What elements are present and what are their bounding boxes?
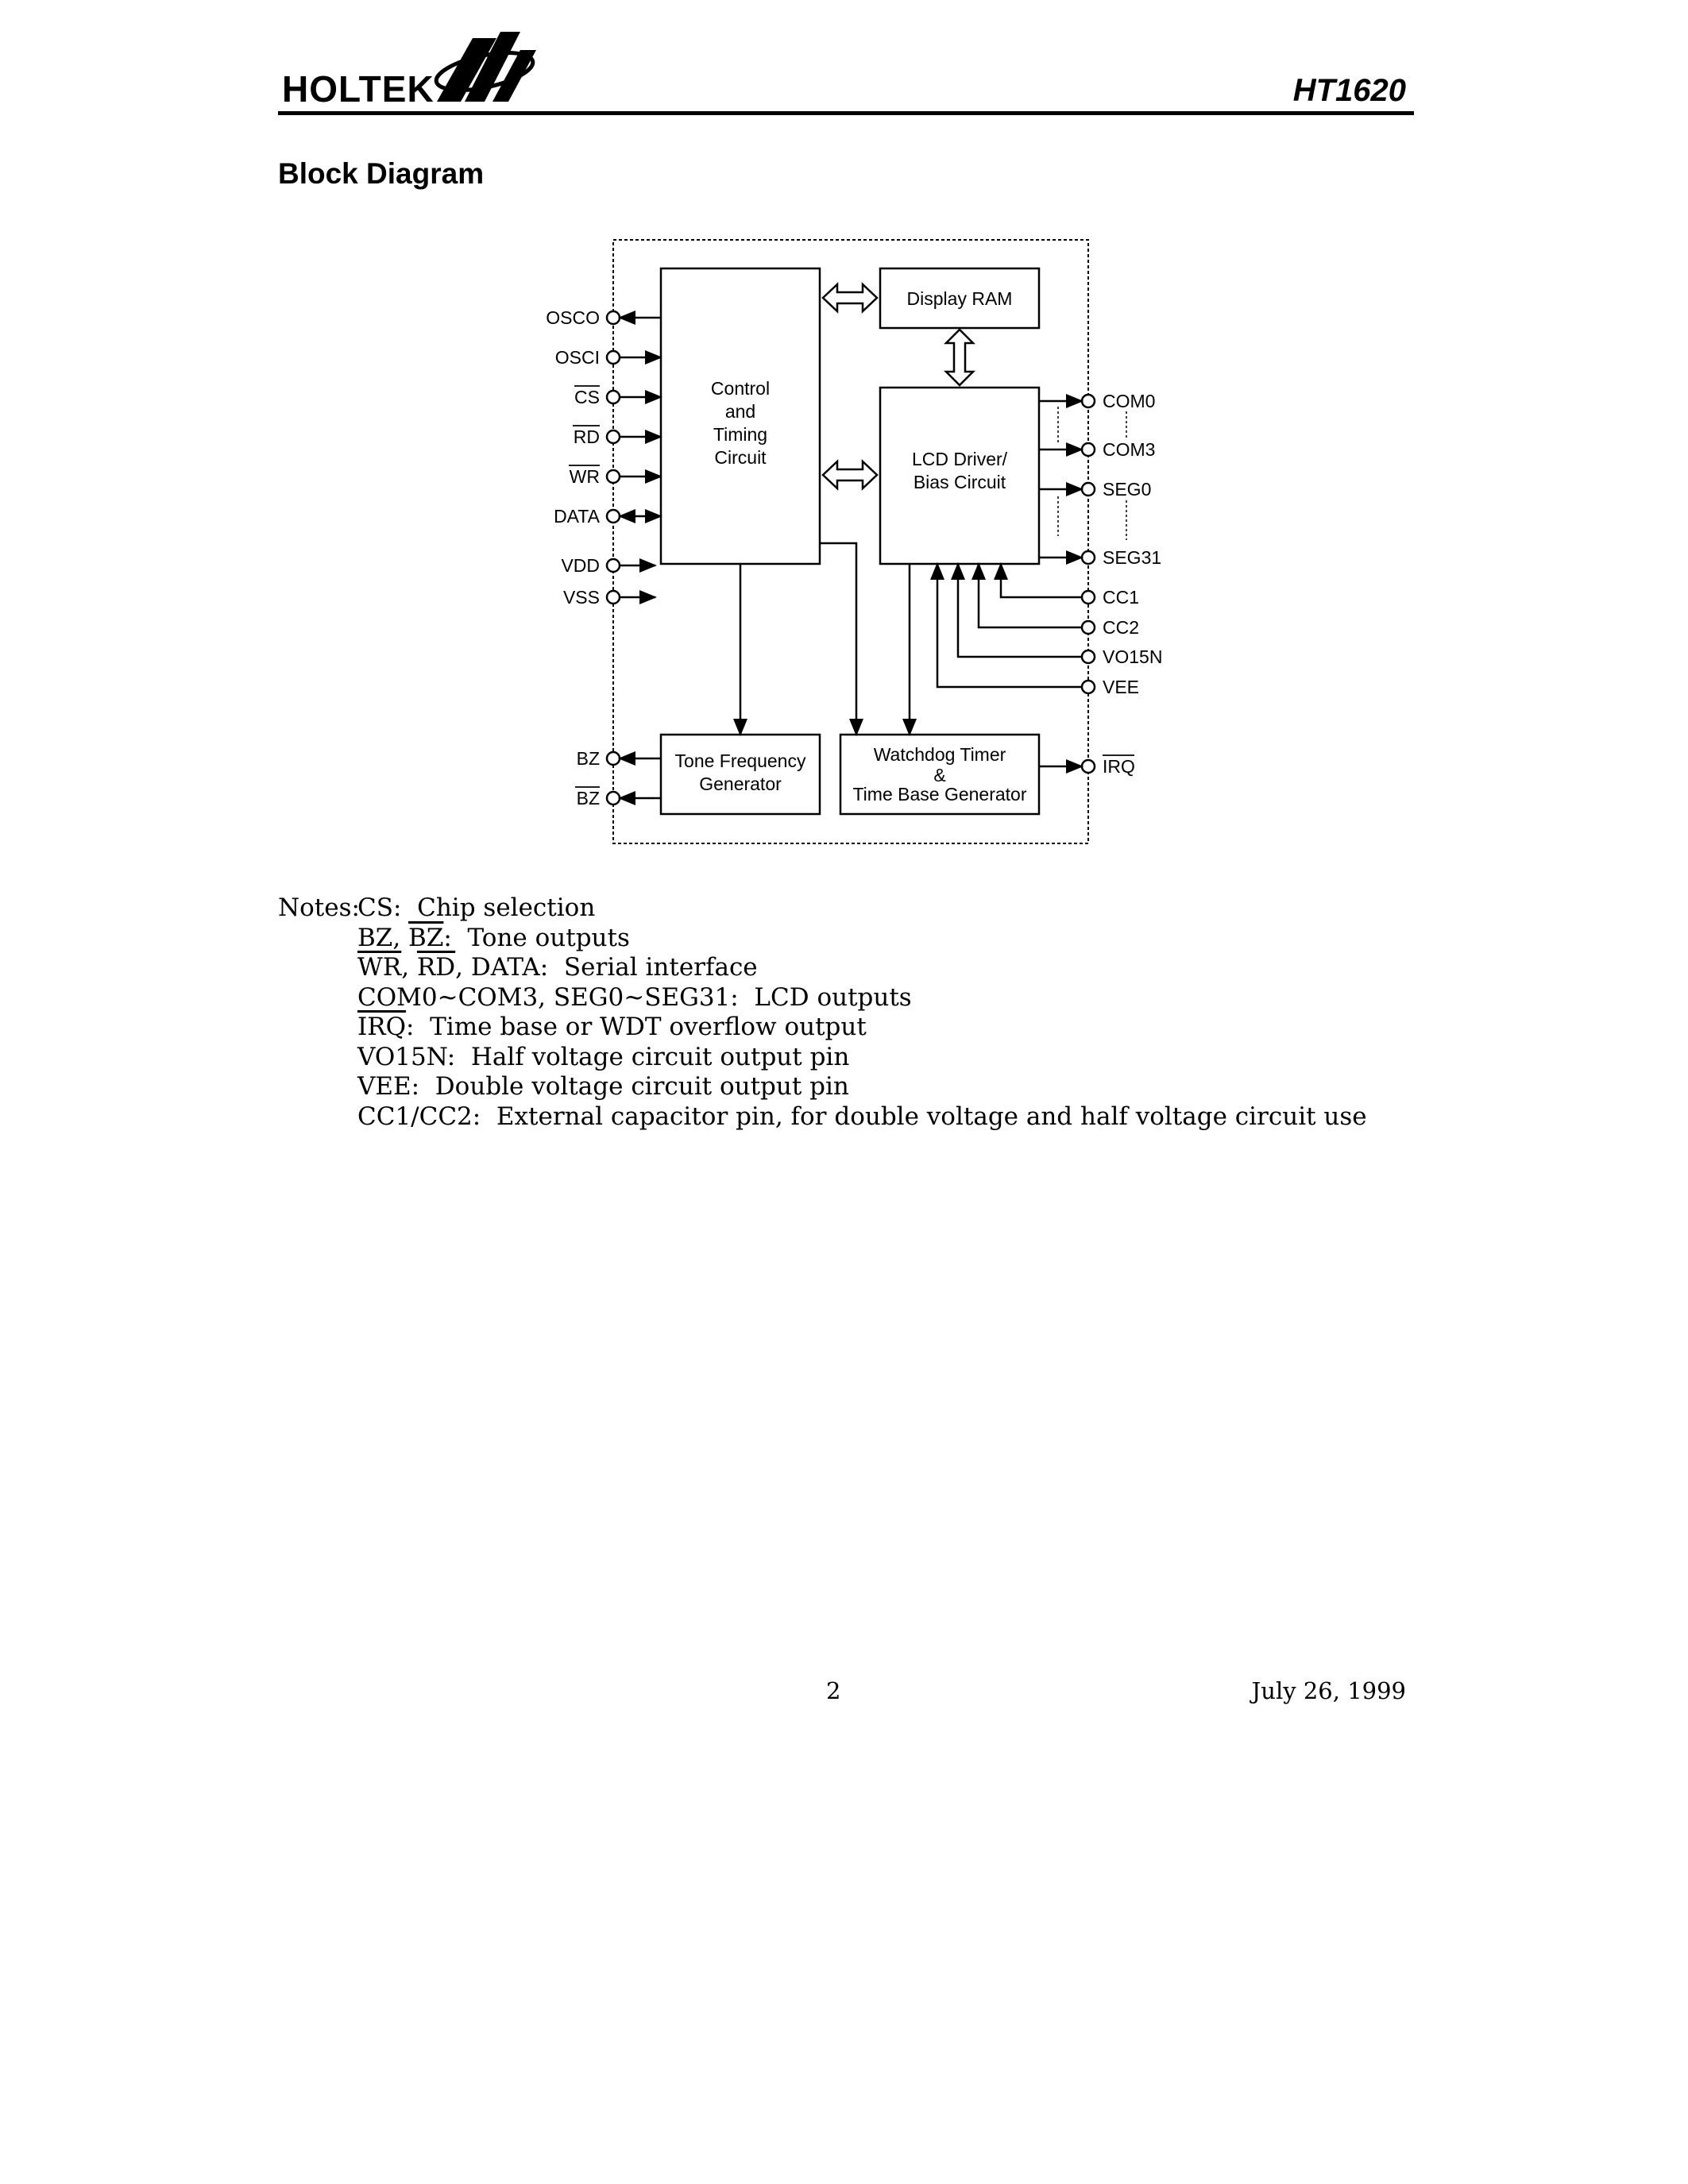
note-line-3: WR, RD, DATA: Serial interface — [278, 953, 1367, 983]
note-rd-term: RD — [416, 953, 456, 982]
pin-cs-label: CS — [574, 387, 600, 407]
pin-vee-label: VEE — [1103, 677, 1139, 697]
control-lcd-double-arrow — [821, 459, 879, 491]
note-separator: , — [401, 953, 417, 982]
pin-vss-label: VSS — [563, 587, 600, 608]
company-logo-icon — [429, 22, 540, 114]
display-ram-label: Display RAM — [907, 288, 1013, 309]
notes-label: Notes: — [278, 893, 360, 922]
tone-generator-block — [659, 733, 821, 816]
pin-data-label: DATA — [554, 506, 601, 527]
header-rule — [278, 111, 1414, 115]
note-irq-text: : Time base or WDT overflow output — [406, 1013, 867, 1041]
note-cs-term: CS: — [357, 893, 402, 922]
note-cs-text: Chip selection — [401, 893, 596, 922]
pin-seg31-label: SEG31 — [1103, 547, 1161, 568]
company-logo-text: HOLTEK — [282, 68, 435, 110]
pin-rd-label: RD — [574, 426, 600, 447]
document-id: HT1620 — [1292, 73, 1406, 108]
note-wr-term: WR — [357, 953, 402, 982]
pin-cc2-label: CC2 — [1103, 617, 1139, 638]
note-vee: VEE: Double voltage circuit output pin — [357, 1072, 849, 1101]
pin-vdd-label: VDD — [561, 555, 600, 576]
watchdog-block — [839, 733, 1041, 816]
note-line-6: VO15N: Half voltage circuit output pin — [278, 1043, 1367, 1073]
control-line-3: Timing — [713, 424, 767, 445]
control-line-4: Circuit — [714, 447, 767, 468]
note-line-8: CC1/CC2: External capacitor pin, for dou… — [278, 1102, 1367, 1133]
block-diagram: Control and Timing Circuit Display RAM L… — [508, 230, 1192, 862]
pin-bz-label: BZ — [577, 748, 600, 769]
watchdog-line-3: Time Base Generator — [852, 784, 1026, 805]
note-bz-term: BZ — [357, 923, 393, 952]
note-lcd-outputs: COM0~COM3, SEG0~SEG31: LCD outputs — [357, 982, 912, 1012]
note-line-2: BZ, BZ: Tone outputs — [278, 924, 1367, 954]
pin-com3-label: COM3 — [1103, 439, 1155, 460]
note-cc: CC1/CC2: External capacitor pin, for dou… — [357, 1102, 1367, 1131]
tone-line-1: Tone Frequency — [675, 751, 806, 771]
note-vo15n: VO15N: Half voltage circuit output pin — [357, 1042, 850, 1071]
ram-lcd-double-arrow — [943, 328, 976, 387]
watchdog-line-2: & — [933, 765, 945, 785]
note-bz-text: : Tone outputs — [443, 923, 630, 952]
pin-com0-label: COM0 — [1103, 391, 1155, 411]
ram-control-double-arrow — [821, 282, 879, 314]
notes: Notes: CS: Chip selection BZ, BZ: Tone o… — [278, 893, 1367, 1132]
lcd-driver-block — [879, 386, 1041, 565]
note-line-7: VEE: Double voltage circuit output pin — [278, 1072, 1367, 1102]
note-bz-bar-term: BZ — [408, 923, 444, 952]
note-line-1: Notes: CS: Chip selection — [278, 893, 1367, 924]
note-line-4: COM0~COM3, SEG0~SEG31: LCD outputs — [278, 983, 1367, 1013]
footer-date: July 26, 1999 — [1251, 1677, 1406, 1704]
pin-vo15n-label: VO15N — [1103, 646, 1162, 667]
note-irq-term: IRQ — [357, 1013, 407, 1041]
page-number: 2 — [826, 1677, 841, 1704]
watchdog-line-1: Watchdog Timer — [874, 744, 1006, 765]
note-line-5: IRQ: Time base or WDT overflow output — [278, 1013, 1367, 1043]
display-ram-block — [879, 267, 1041, 330]
pin-wr-label: WR — [570, 466, 600, 487]
note-separator: , — [392, 923, 409, 952]
pin-bz-bar-label: BZ — [577, 788, 600, 808]
control-line-1: Control — [711, 378, 770, 399]
section-title: Block Diagram — [278, 157, 485, 190]
note-serial-text: , DATA: Serial interface — [455, 953, 758, 982]
lcd-driver-line-2: Bias Circuit — [914, 472, 1006, 492]
tone-line-2: Generator — [699, 774, 782, 794]
control-line-2: and — [725, 401, 755, 422]
lcd-driver-line-1: LCD Driver/ — [912, 449, 1008, 469]
control-timing-block — [659, 267, 821, 565]
pin-osco-label: OSCO — [546, 307, 600, 328]
pin-cc1-label: CC1 — [1103, 587, 1139, 608]
pin-irq-label: IRQ — [1103, 756, 1135, 777]
pin-osci-label: OSCI — [555, 347, 600, 368]
pin-seg0-label: SEG0 — [1103, 479, 1151, 500]
